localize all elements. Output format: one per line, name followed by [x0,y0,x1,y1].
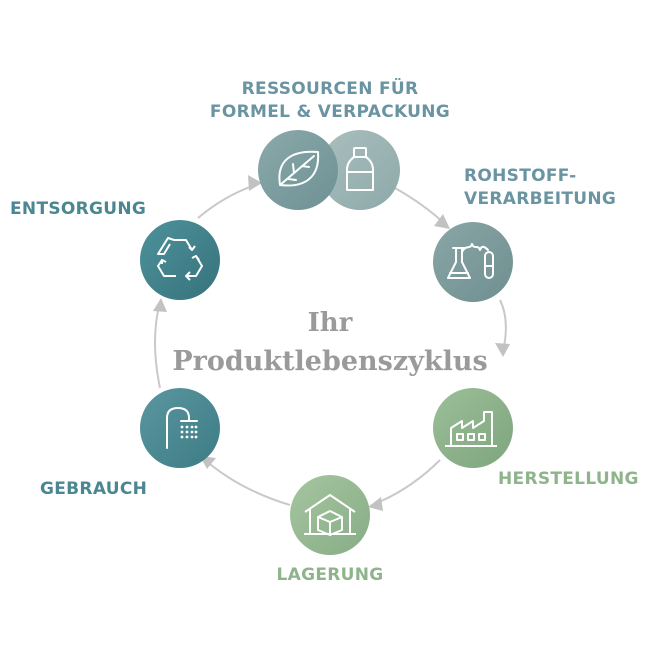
center-title-line2: Produktlebenszyklus [172,346,488,377]
usage-circle [140,388,220,468]
stage-disposal [140,220,220,300]
ring-segment-storage-usage [204,459,291,506]
shower-drops [180,425,198,439]
bottle-icon [346,147,374,191]
leaf-icon [278,150,320,187]
label-manufacturing-text: HERSTELLUNG [498,469,639,489]
ring-segment-resources-processing [394,187,447,226]
ring-segment-manufacturing-storage [371,459,441,506]
label-resources-line2: FORMEL & VERPACKUNG [209,102,451,122]
label-usage-text: GEBRAUCH [40,479,148,499]
label-manufacturing: HERSTELLUNG [498,468,639,491]
label-resources-line1: RESSOURCEN FÜR [241,79,419,99]
center-title-line1: Ihr [307,308,353,338]
label-disposal-text: ENTSORGUNG [10,199,147,219]
storage-circle [290,475,370,555]
label-storage-text: LAGERUNG [276,565,384,585]
label-processing-line1: ROHSTOFF- [464,166,577,186]
recycle-icon [157,237,203,281]
arrow-to-resources [248,175,262,191]
label-processing: ROHSTOFF- VERARBEITUNG [464,165,616,211]
label-usage: GEBRAUCH [40,478,147,501]
arrow-to-processing [434,214,450,229]
stage-manufacturing [433,388,513,468]
lab-flask-icon [447,243,494,279]
arrow-to-manufacturing [495,343,510,357]
arrow-to-disposal [153,298,167,312]
disposal-circle [140,220,220,300]
label-resources: RESSOURCEN FÜR FORMEL & VERPACKUNG [190,78,470,124]
stage-usage [140,388,220,468]
stage-storage [290,475,370,555]
stage-processing [433,222,513,302]
label-storage: LAGERUNG [230,564,430,587]
arrow-to-storage [368,497,383,511]
warehouse-box-icon [304,494,356,536]
cycle-ring [154,183,507,506]
factory-icon [445,411,497,447]
label-processing-line2: VERARBEITUNG [464,189,617,209]
resources-bottle-circle [320,130,400,210]
stage-resources [258,130,400,210]
processing-circle [433,222,513,302]
label-disposal: ENTSORGUNG [10,198,146,221]
shower-icon [166,406,198,449]
